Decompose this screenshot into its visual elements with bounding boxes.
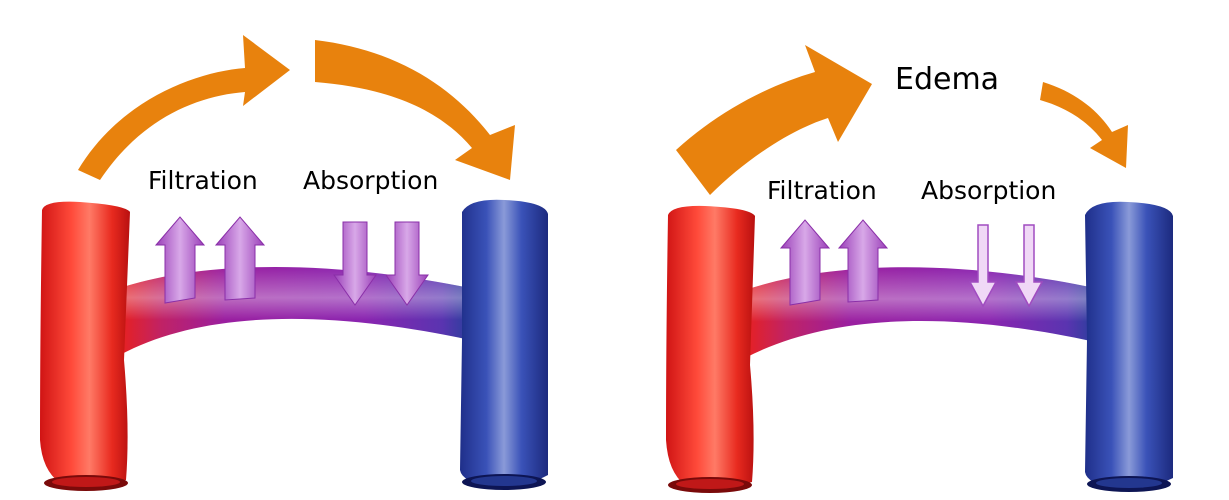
- blood-flow-arrow-1: [676, 45, 872, 195]
- filtration-arrow: [837, 219, 889, 303]
- capillary-highlight: [745, 267, 1095, 358]
- panel-edema: Edema Filtration Absorption: [666, 45, 1173, 493]
- filtration-label: Filtration: [767, 176, 877, 205]
- blood-flow-arrow-2: [1040, 82, 1128, 168]
- absorption-label: Absorption: [303, 166, 438, 195]
- absorption-label: Absorption: [921, 176, 1056, 205]
- edema-label: Edema: [895, 62, 999, 97]
- filtration-arrow: [154, 216, 206, 304]
- filtration-arrow: [779, 219, 831, 306]
- blood-flow-arrow-1: [78, 35, 290, 180]
- filtration-label: Filtration: [148, 166, 258, 195]
- arteriole: [40, 201, 130, 491]
- arteriole: [666, 205, 755, 493]
- blood-flow-arrow-2: [315, 40, 515, 180]
- absorption-arrow: [1014, 224, 1044, 308]
- filtration-arrow: [214, 216, 266, 301]
- venule: [460, 199, 548, 490]
- absorption-arrow: [968, 224, 998, 308]
- panel-normal: Filtration Absorption: [40, 35, 548, 491]
- absorption-arrow: [385, 221, 429, 306]
- absorption-arrow: [333, 221, 377, 306]
- venule: [1085, 201, 1173, 492]
- capillary-highlight: [120, 266, 470, 355]
